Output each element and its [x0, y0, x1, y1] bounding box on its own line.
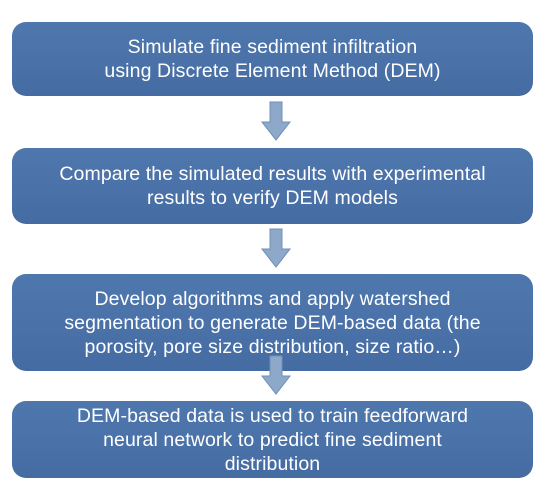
down-arrow-icon [260, 101, 292, 141]
step-3-box: Develop algorithms and apply watershed s… [12, 274, 533, 371]
step-2-text: Compare the simulated results with exper… [59, 163, 486, 209]
down-arrow-icon [260, 228, 292, 268]
step-4-box: DEM-based data is used to train feedforw… [12, 401, 533, 478]
step-1-box: Simulate fine sediment infiltration usin… [12, 22, 533, 96]
step-3-text: Develop algorithms and apply watershed s… [64, 287, 481, 358]
down-arrow-icon [260, 355, 292, 395]
step-2-box: Compare the simulated results with exper… [12, 148, 533, 224]
step-4-text: DEM-based data is used to train feedforw… [76, 404, 469, 475]
step-1-text: Simulate fine sediment infiltration usin… [104, 36, 441, 82]
